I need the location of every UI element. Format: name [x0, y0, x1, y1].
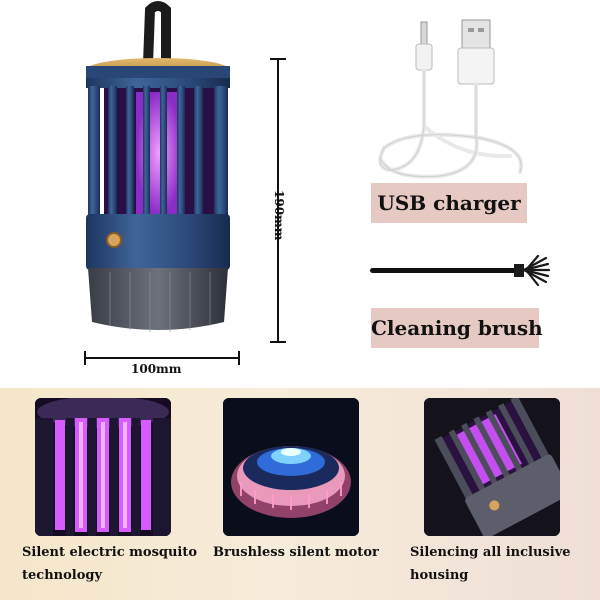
feature-thumbnail-uv-cage: [35, 398, 171, 536]
mosquito-lamp-image: [86, 1, 230, 332]
width-dimension-line: [84, 351, 240, 365]
feature-caption-line: technology: [22, 568, 103, 583]
height-dimension-label: 190mm: [272, 190, 286, 241]
feature-thumbnail-motor: [223, 398, 359, 536]
usb-cable-image: [378, 19, 524, 179]
feature-caption-line: Silencing all inclusive: [410, 545, 571, 560]
cleaning-brush-label: Cleaning brush: [371, 308, 543, 348]
feature-caption-motor: Brushless silent motor: [213, 541, 388, 564]
width-dimension-label: 100mm: [131, 362, 182, 376]
height-dimension-line: [270, 58, 286, 343]
feature-caption-line: Silent electric mosquito: [22, 545, 198, 560]
feature-caption-line: Brushless silent motor: [213, 545, 379, 560]
cleaning-brush-image: [370, 254, 551, 287]
feature-caption-housing: Silencing all inclusive housing: [410, 541, 590, 587]
feature-caption-line: housing: [410, 568, 469, 583]
feature-thumbnail-housing: [424, 398, 560, 536]
usb-charger-label: USB charger: [371, 183, 527, 223]
feature-caption-mosquito: Silent electric mosquito technology: [22, 541, 212, 587]
